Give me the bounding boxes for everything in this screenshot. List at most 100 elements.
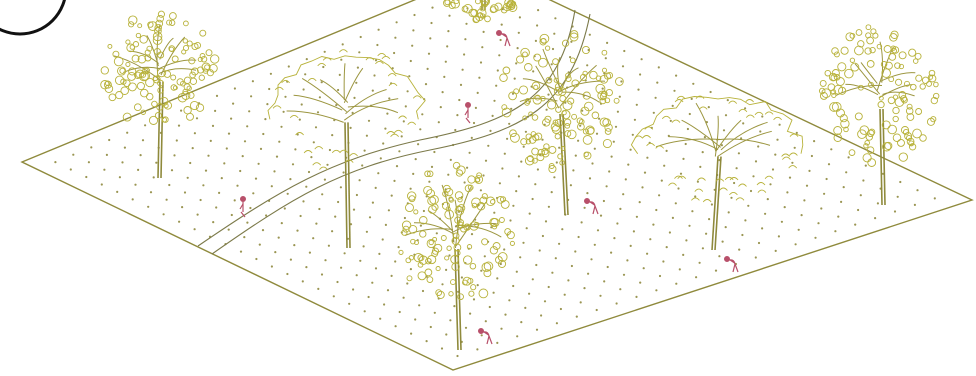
ground-dot	[273, 170, 276, 173]
ground-dot	[459, 83, 463, 86]
ground-dot	[590, 258, 593, 261]
ground-dot	[379, 157, 382, 160]
ground-dot	[397, 246, 400, 249]
ground-dot	[355, 81, 358, 84]
ground-dot	[274, 251, 277, 254]
ground-dot	[551, 47, 555, 51]
ground-dot	[355, 193, 358, 197]
ground-dot	[847, 156, 850, 159]
ground-dot	[616, 222, 619, 225]
ground-dot	[196, 213, 199, 216]
tree-icon	[499, 30, 624, 216]
ground-dot	[259, 147, 263, 150]
ground-dot	[141, 139, 145, 142]
ground-dot	[553, 176, 556, 179]
ground-dot	[652, 223, 655, 226]
ground-dot	[665, 149, 668, 152]
ground-dot	[757, 145, 760, 148]
ground-dot	[690, 97, 693, 100]
ground-dot	[386, 289, 390, 292]
ground-dot	[591, 162, 594, 165]
ground-dot	[349, 126, 352, 129]
ground-dot	[72, 153, 75, 156]
ground-dot	[766, 198, 769, 201]
ground-dot	[323, 50, 326, 53]
ground-dot	[340, 58, 343, 61]
ground-dot	[100, 183, 103, 186]
ground-dot	[54, 161, 57, 164]
ground-dot	[536, 24, 539, 27]
ground-dot	[318, 96, 321, 99]
ground-dot	[310, 156, 313, 159]
ground-dot	[280, 125, 283, 128]
ground-dot	[437, 121, 440, 124]
ground-dot	[733, 181, 736, 185]
ground-dot	[618, 95, 621, 98]
ground-dot	[419, 128, 422, 131]
ground-dot	[340, 266, 343, 269]
ground-dot	[406, 90, 409, 93]
ground-dot	[512, 284, 515, 288]
ground-dot	[116, 190, 119, 193]
ground-dot	[408, 75, 411, 78]
ground-dot	[479, 61, 483, 64]
ground-dot	[515, 270, 518, 273]
ground-dot	[747, 204, 750, 207]
ground-dot	[230, 117, 233, 120]
ground-dot	[613, 237, 616, 240]
ground-dot	[614, 125, 618, 128]
ground-dot	[374, 59, 378, 62]
ground-dot	[730, 196, 733, 199]
ground-dot	[373, 74, 376, 77]
ground-dot	[394, 325, 397, 328]
ground-dot	[561, 228, 564, 231]
ground-dot	[575, 315, 578, 318]
ground-dot	[638, 201, 641, 204]
ground-dot	[686, 127, 690, 131]
ground-dot	[353, 96, 356, 99]
ground-dot	[286, 272, 289, 276]
ground-dot	[535, 263, 538, 267]
ground-dot	[239, 169, 242, 173]
ground-dot	[520, 160, 523, 163]
ground-dot	[637, 88, 640, 91]
ground-dot	[209, 139, 212, 142]
ground-dot	[701, 247, 705, 250]
ground-dot	[419, 224, 422, 227]
ground-dot	[550, 63, 553, 66]
ground-dot	[414, 318, 417, 321]
ground-dot	[707, 106, 710, 109]
ground-dot	[493, 211, 496, 214]
ground-dot	[439, 106, 442, 109]
ground-dot	[236, 184, 239, 187]
ground-dot	[595, 132, 599, 135]
ground-dot	[365, 230, 368, 233]
ground-dot	[341, 43, 344, 46]
ground-dot	[305, 58, 308, 61]
ground-dot	[257, 162, 260, 165]
ground-dot	[493, 99, 496, 102]
ground-dot	[842, 186, 845, 189]
ground-dot	[411, 44, 414, 47]
person-icon	[478, 328, 493, 345]
ground-dot	[774, 249, 777, 252]
ground-dot	[444, 60, 447, 63]
ground-dot	[398, 310, 401, 314]
people-layer	[239, 30, 739, 345]
ground-dot	[186, 176, 189, 179]
ground-dot	[464, 38, 467, 41]
ground-dot	[721, 240, 724, 243]
ground-dot	[456, 354, 459, 358]
ground-dot	[823, 192, 826, 195]
ground-dot	[608, 170, 611, 173]
ground-dot	[553, 32, 556, 35]
ground-dot	[484, 159, 488, 162]
tree-icon	[267, 49, 426, 249]
ground-dot	[323, 178, 326, 181]
ground-dot	[538, 249, 541, 252]
ground-dot	[255, 257, 258, 261]
ground-dot	[854, 223, 857, 226]
ground-dot	[583, 287, 586, 290]
ground-dot	[314, 126, 318, 129]
ground-dot	[365, 134, 368, 137]
